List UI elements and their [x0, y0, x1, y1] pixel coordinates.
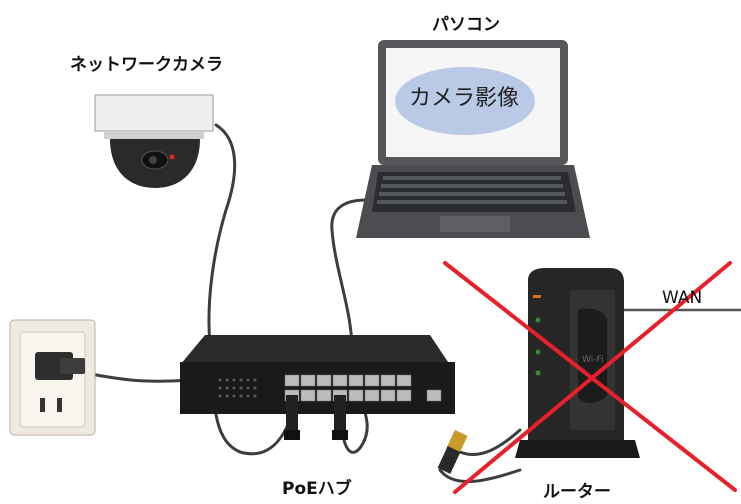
- router-label: ルーター: [543, 482, 611, 502]
- laptop-icon: [356, 40, 590, 238]
- cross-out-mark: [443, 261, 737, 494]
- wan-label: WAN: [662, 288, 703, 308]
- network-camera-label: ネットワークカメラ: [70, 55, 223, 75]
- router-brand-text: Wi-Fi: [582, 355, 603, 365]
- camera-image-text: カメラ影像: [408, 86, 519, 111]
- wifi-router-icon: Wi-Fi: [515, 268, 640, 458]
- camera-icon: [94, 94, 214, 188]
- usb-connector-icon: [437, 429, 468, 474]
- power-outlet-icon: [9, 319, 96, 436]
- pc-label: パソコン: [432, 15, 500, 35]
- router-usb-cable: [458, 428, 522, 457]
- switching-hub-icon: [180, 335, 455, 440]
- poe-hub-label: PoEハブ: [282, 479, 352, 499]
- camera-image-bubble: [395, 67, 535, 135]
- router-usb-cable-2: [438, 468, 522, 484]
